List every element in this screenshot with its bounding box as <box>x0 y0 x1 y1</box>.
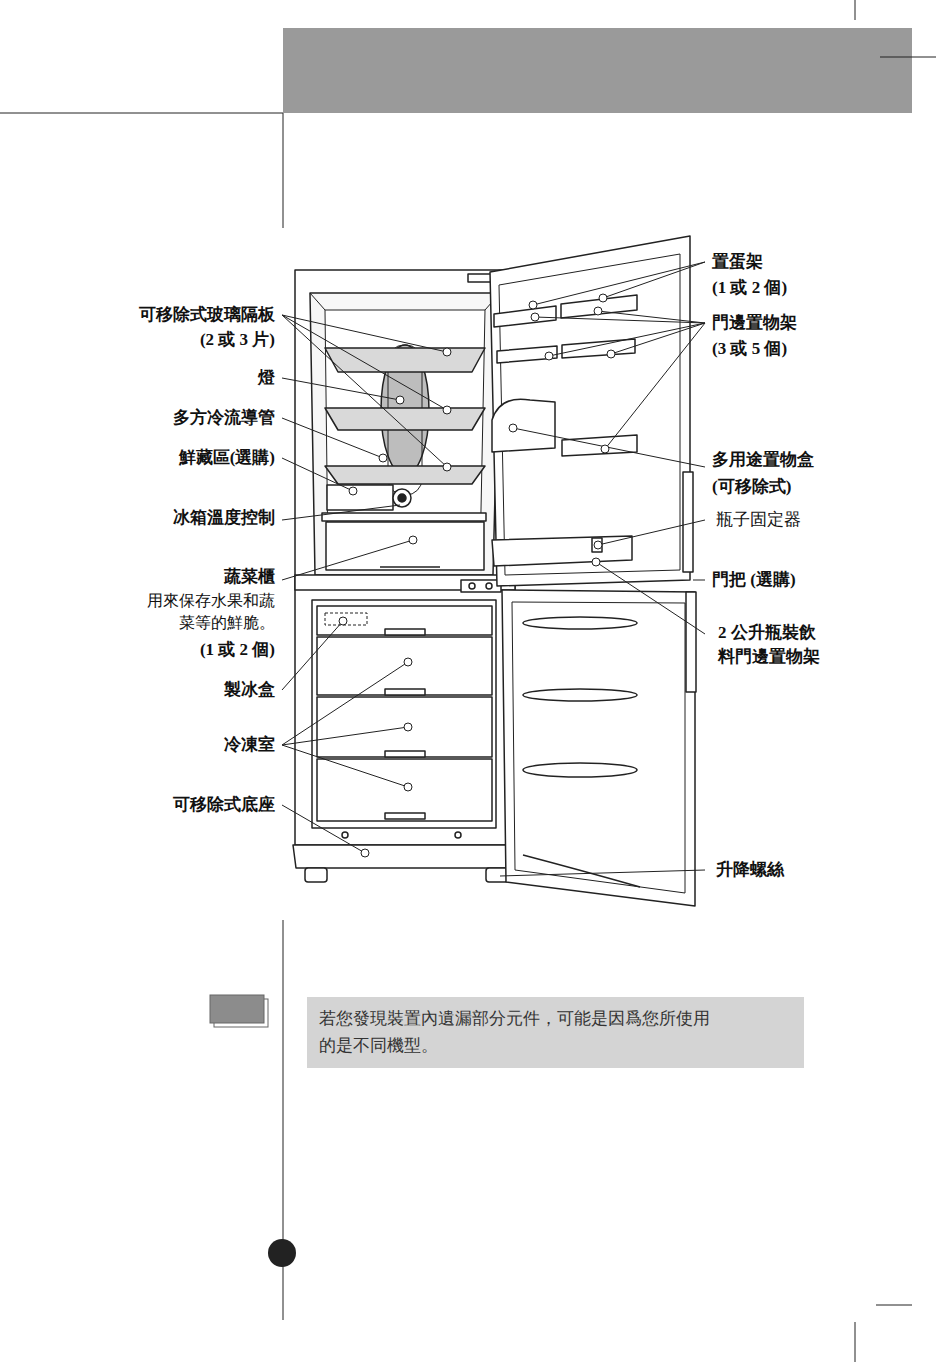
part-label: 門邊置物架 <box>712 311 797 335</box>
part-label: 置蛋架 <box>712 250 763 274</box>
part-label: (1 或 2 個) <box>200 638 275 662</box>
part-label: 燈 <box>258 366 275 390</box>
part-label: 瓶子固定器 <box>716 508 801 532</box>
part-label: 門把 (選購) <box>712 568 796 592</box>
part-label: 可移除式玻璃隔板 <box>139 303 275 327</box>
part-label: (2 或 3 片) <box>200 328 275 352</box>
part-label: 多用途置物盒 <box>712 448 814 472</box>
part-label: (3 或 5 個) <box>712 337 787 361</box>
part-label: 多方冷流導管 <box>173 406 275 430</box>
part-label: 用來保存水果和蔬 菜等的鮮脆。 <box>103 590 275 634</box>
part-label: 冷凍室 <box>224 733 275 757</box>
note-text: 若您發現裝置內遺漏部分元件，可能是因爲您所使用 的是不同機型。 <box>319 1008 710 1055</box>
part-label: 升降螺絲 <box>716 858 784 882</box>
part-label: 製冰盒 <box>224 678 275 702</box>
part-label: 冰箱溫度控制 <box>173 506 275 530</box>
part-label: 2 公升瓶裝飲 料門邊置物架 <box>718 621 850 669</box>
part-label: 鮮藏區(選購) <box>179 446 275 470</box>
part-label: 可移除式底座 <box>173 793 275 817</box>
part-label: 蔬菜櫃 <box>224 565 275 589</box>
part-label: (1 或 2 個) <box>712 276 787 300</box>
part-label: (可移除式) <box>712 475 791 499</box>
note-box: 若您發現裝置內遺漏部分元件，可能是因爲您所使用 的是不同機型。 <box>307 997 804 1068</box>
